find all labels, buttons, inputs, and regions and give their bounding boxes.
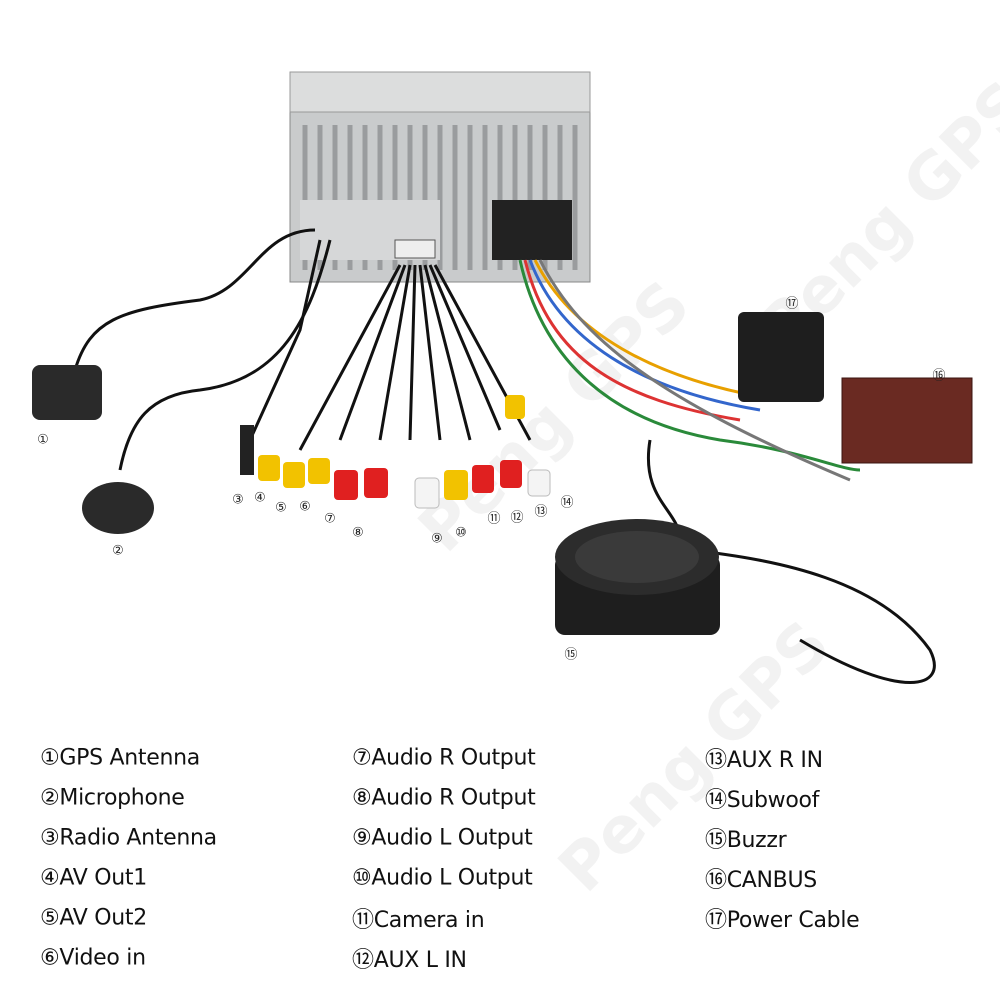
legend-item: ⑩Audio L Output [352, 865, 533, 891]
callout-15: ⑮ [564, 647, 578, 663]
callout-13: ⑬ [534, 504, 548, 520]
legend-item: ⑦Audio R Output [352, 745, 536, 771]
callout-9: ⑨ [431, 531, 443, 547]
legend-item: ⑪Camera in [352, 908, 485, 933]
legend-item: ⑥Video in [40, 945, 146, 971]
legend-item: ⑮Buzzr [705, 828, 787, 853]
rca-connectors [258, 395, 551, 509]
legend-item: ⑨Audio L Output [352, 825, 533, 851]
callout-3: ③ [232, 492, 244, 508]
product-illustration [32, 71, 973, 684]
canbus-box [841, 377, 973, 464]
legend-item: ④AV Out1 [40, 865, 147, 891]
callout-11: ⑪ [487, 511, 501, 527]
legend-item: ⑧Audio R Output [352, 785, 536, 811]
legend-item: ⑭Subwoof [705, 788, 820, 813]
microphone [82, 482, 154, 534]
head-unit [289, 71, 591, 283]
legend-item: ②Microphone [40, 785, 185, 811]
callout-6: ⑥ [299, 499, 311, 515]
legend-item: ⑯CANBUS [705, 868, 817, 893]
callout-16: ⑯ [932, 368, 946, 384]
power-cable-connector [738, 312, 824, 402]
legend-item: ⑰Power Cable [705, 908, 860, 933]
gps-antenna [32, 365, 102, 420]
legend-item: ③Radio Antenna [40, 825, 217, 851]
callout-17: ⑰ [785, 296, 799, 312]
callout-5: ⑤ [275, 500, 287, 516]
legend-item: ⑤AV Out2 [40, 905, 147, 931]
callout-8: ⑧ [352, 525, 364, 541]
callout-14: ⑭ [560, 495, 574, 511]
callout-4: ④ [254, 490, 266, 506]
legend-item: ①GPS Antenna [40, 745, 200, 771]
legend-item: ⑫AUX L IN [352, 948, 467, 973]
callout-12: ⑫ [510, 510, 524, 526]
callout-2: ② [112, 543, 124, 559]
radio-antenna-plug [240, 425, 254, 475]
callout-10: ⑩ [455, 525, 467, 541]
callout-1: ① [37, 432, 49, 448]
legend-item: ⑬AUX R IN [705, 748, 823, 773]
callout-7: ⑦ [324, 511, 336, 527]
buzzer [555, 519, 720, 635]
